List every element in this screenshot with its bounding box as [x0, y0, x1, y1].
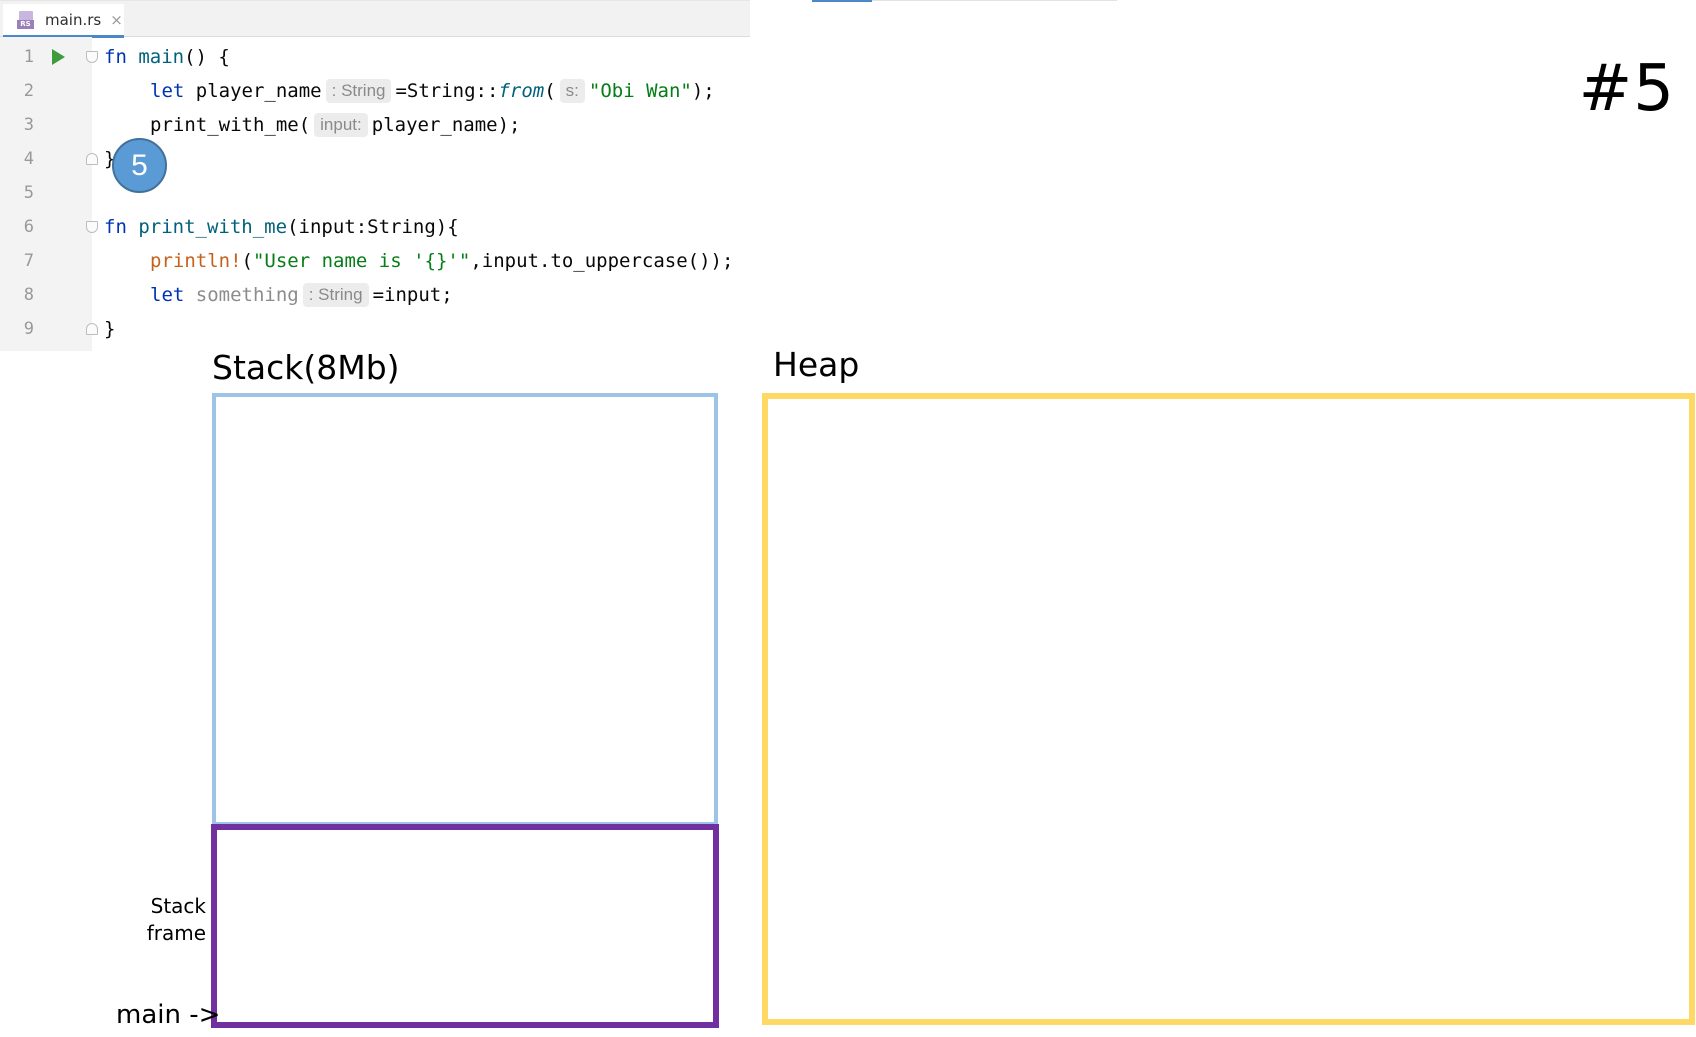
code-text[interactable]: } [104, 318, 116, 340]
stack-title: Stack(8Mb) [212, 348, 400, 387]
stack-box [212, 393, 718, 826]
parameter-hint: s: [559, 79, 585, 103]
top-divider [812, 0, 1117, 2]
tab-main-rs[interactable]: RS main.rs × [3, 4, 124, 38]
slide-number: #5 [1578, 52, 1675, 126]
line-number: 6 [23, 217, 34, 237]
run-icon[interactable] [52, 49, 65, 65]
heap-box [762, 393, 1695, 1025]
code-text[interactable]: let something: String=input; [150, 283, 453, 307]
code-editor: RS main.rs × 1 fn main() { 2 let player_… [0, 0, 750, 351]
code-text[interactable]: } [104, 148, 116, 170]
code-text[interactable]: print_with_me(input:player_name); [150, 113, 521, 137]
line-number: 5 [23, 183, 34, 203]
code-text[interactable]: fn main() { [104, 46, 230, 68]
fold-icon[interactable] [86, 51, 98, 63]
code-text[interactable]: let player_name: String=String::from(s:"… [150, 79, 715, 103]
code-text[interactable]: println!("User name is '{}'",input.to_up… [150, 250, 734, 272]
line-number: 9 [23, 319, 34, 339]
main-frame-label: main -> [116, 1000, 221, 1030]
parameter-hint: input: [314, 113, 368, 137]
rust-file-icon: RS [17, 10, 38, 29]
fold-icon[interactable] [86, 153, 98, 165]
editor-tab-bar: RS main.rs × [0, 0, 750, 38]
line-number: 8 [23, 285, 34, 305]
code-line: 1 fn main() { [0, 40, 750, 74]
fold-icon[interactable] [86, 221, 98, 233]
tab-filename: main.rs [45, 10, 102, 29]
code-line: 5 [0, 176, 750, 210]
stack-frame-box [211, 824, 719, 1028]
editor-gutter [0, 37, 92, 351]
stack-frame-label: Stack frame [146, 894, 206, 945]
code-line: 8 let something: String=input; [0, 278, 750, 312]
type-hint: : String [302, 283, 369, 307]
type-hint: : String [325, 79, 392, 103]
code-line: 2 let player_name: String=String::from(s… [0, 74, 750, 108]
code-line: 6 fn print_with_me(input:String){ [0, 210, 750, 244]
line-number: 1 [23, 47, 34, 67]
code-line: 9 } [0, 312, 750, 346]
step-badge: 5 [112, 138, 167, 193]
fold-icon[interactable] [86, 323, 98, 335]
code-line: 4 } [0, 142, 750, 176]
heap-title: Heap [773, 345, 860, 384]
code-text[interactable]: fn print_with_me(input:String){ [104, 216, 459, 238]
line-number: 2 [23, 81, 34, 101]
line-number: 3 [23, 115, 34, 135]
code-line: 7 println!("User name is '{}'",input.to_… [0, 244, 750, 278]
code-line: 3 print_with_me(input:player_name); [0, 108, 750, 142]
line-number: 7 [23, 251, 34, 271]
line-number: 4 [23, 149, 34, 169]
close-icon[interactable]: × [110, 10, 123, 29]
